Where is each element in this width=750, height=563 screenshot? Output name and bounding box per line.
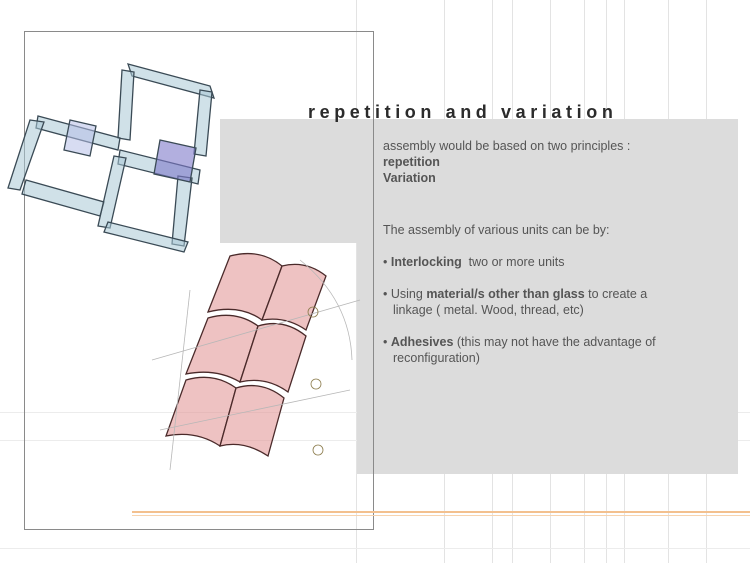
bullet-adhesives-line2: reconfiguration)	[393, 351, 480, 365]
bullet-marker: •	[383, 255, 388, 269]
principle-variation: Variation	[383, 171, 436, 185]
slide-content: assembly would be based on two principle…	[383, 138, 723, 366]
content-panel	[220, 119, 738, 243]
bullet-rest: (this may not have the advantage of	[453, 335, 656, 349]
bullet-adhesives: • Adhesives (this may not have the advan…	[383, 334, 723, 350]
bullet-interlocking: • Interlocking two or more units	[383, 254, 723, 270]
bullet-rest: to create a	[584, 287, 648, 301]
intro-text: assembly would be based on two principle…	[383, 139, 631, 153]
bullet-marker: •	[383, 335, 388, 349]
grid-line	[0, 548, 750, 549]
blue-units-sketch	[7, 63, 215, 253]
bullet-materials-line2: linkage ( metal. Wood, thread, etc)	[393, 303, 584, 317]
accent-line-thin	[132, 515, 750, 516]
accent-line	[132, 511, 750, 513]
principle-repetition: repetition	[383, 155, 440, 169]
bullet-materials: • Using material/s other than glass to c…	[383, 286, 723, 302]
construction-lines	[151, 259, 361, 471]
content-panel-lower	[357, 243, 738, 474]
bullet-bold-materials: material/s other than glass	[426, 287, 585, 301]
assembly-lead: The assembly of various units can be by:	[383, 223, 610, 237]
bullet-bold-adhesives: Adhesives	[390, 335, 454, 349]
grid-line	[356, 0, 357, 563]
red-tiles-sketch	[165, 252, 327, 458]
bullet-rest: two or more units	[461, 255, 565, 269]
bullet-bold-interlocking: Interlocking	[390, 255, 462, 269]
image-frame	[24, 31, 374, 530]
bullet-marker: •	[383, 287, 388, 301]
bullet-prefix: Using	[390, 287, 427, 301]
slide-title: repetition and variation	[308, 102, 618, 122]
